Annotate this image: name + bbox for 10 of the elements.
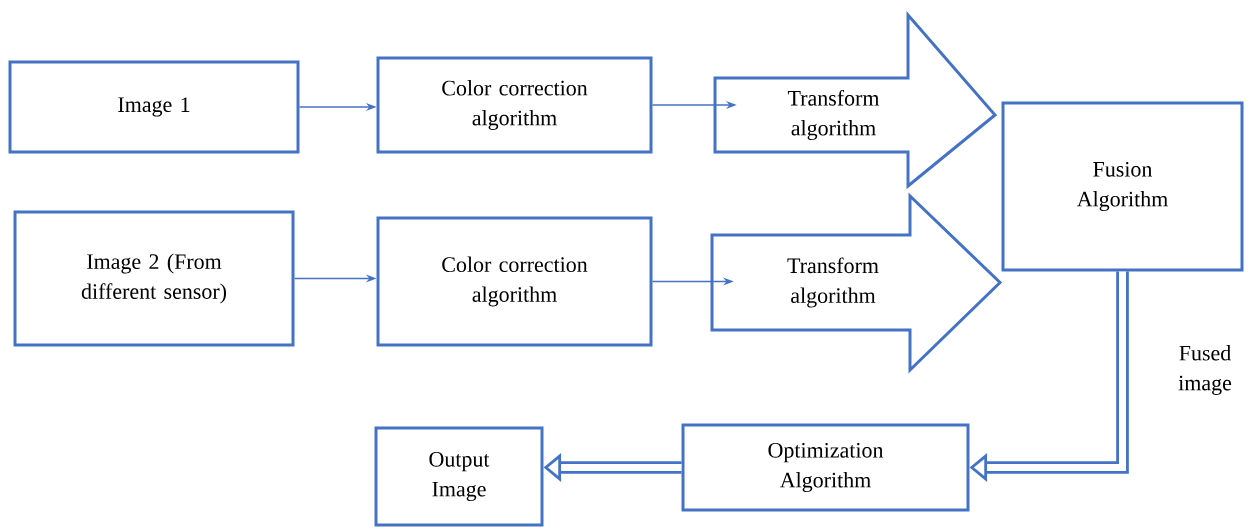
process-box: Image 2 (From different sensor) [13,210,295,347]
pointer-block: Transform algorithm [710,192,1003,374]
edge-label: Fused image [1163,343,1247,397]
process-box: Color correction algorithm [376,216,653,347]
process-box: Fusion Algorithm [1001,101,1244,272]
process-box: Output Image [374,426,544,527]
process-box: Image 1 [8,60,300,154]
pointer-block: Transform algorithm [713,11,998,190]
process-box: Optimization Algorithm [681,423,970,512]
process-box: Color correction algorithm [376,56,653,154]
